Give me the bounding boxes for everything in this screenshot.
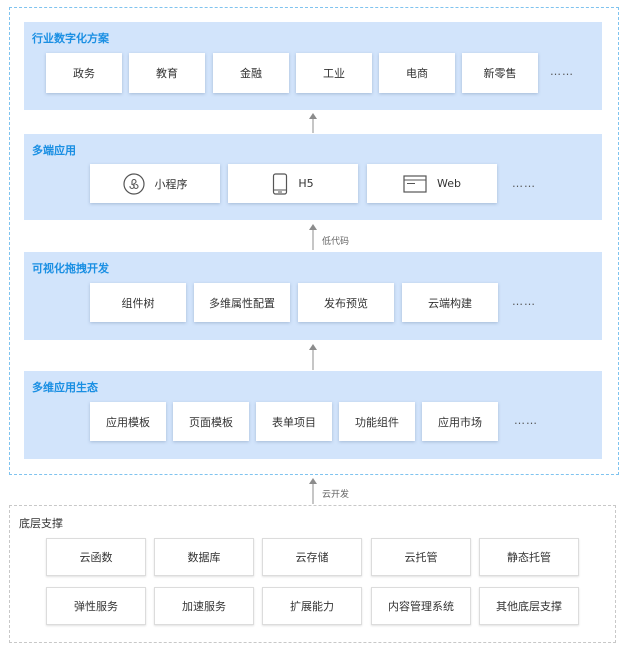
industry-solutions-panel: 行业数字化方案 政务 教育 金融 工业 电商 新零售 …… — [24, 22, 602, 110]
cloud-dev-label: 云开发 — [322, 490, 350, 500]
base-item-acceleration-service: 加速服务 — [154, 587, 254, 625]
industry-item-ecommerce: 电商 — [379, 53, 455, 93]
arrow-up-3 — [309, 344, 317, 370]
multi-end-item-label: Web — [437, 177, 461, 190]
multi-end-item-web: Web — [367, 164, 497, 203]
industry-solutions-title: 行业数字化方案 — [32, 32, 109, 45]
base-item-cloud-storage: 云存储 — [262, 538, 362, 576]
base-item-elastic-service: 弹性服务 — [46, 587, 146, 625]
base-item-extension-capability: 扩展能力 — [262, 587, 362, 625]
arrow-up-1 — [309, 113, 317, 133]
visual-item-component-tree: 组件树 — [90, 283, 186, 322]
ecosystem-more: …… — [514, 414, 538, 427]
industry-item-new-retail: 新零售 — [462, 53, 538, 93]
visual-item-cloud-build: 云端构建 — [402, 283, 498, 322]
multi-end-item-label: 小程序 — [154, 177, 188, 191]
industry-item-government: 政务 — [46, 53, 122, 93]
industry-more: …… — [550, 65, 574, 78]
industry-item-finance: 金融 — [213, 53, 289, 93]
base-item-cloud-function: 云函数 — [46, 538, 146, 576]
multi-end-apps-panel: 多端应用 小程序 H5 Web …… — [24, 134, 602, 220]
multi-end-item-mini-program: 小程序 — [90, 164, 220, 203]
multi-end-item-h5: H5 — [228, 164, 358, 203]
ecosystem-item-form-item: 表单项目 — [256, 402, 332, 441]
arrow-up-2 — [309, 224, 317, 250]
platform-layers-container — [9, 7, 619, 475]
ecosystem-item-app-market: 应用市场 — [422, 402, 498, 441]
low-code-label: 低代码 — [322, 237, 350, 247]
visual-more: …… — [512, 295, 536, 308]
base-item-other-support: 其他底层支撑 — [479, 587, 579, 625]
ecosystem-item-function-component: 功能组件 — [339, 402, 415, 441]
base-support-container: 底层支撑 云函数 数据库 云存储 云托管 静态托管 弹性服务 加速服务 扩展能力… — [9, 505, 616, 643]
base-item-cloud-hosting: 云托管 — [371, 538, 471, 576]
visual-item-property-config: 多维属性配置 — [194, 283, 290, 322]
multi-end-item-label: H5 — [298, 177, 314, 190]
browser-window-icon — [403, 174, 427, 193]
multi-end-more: …… — [512, 177, 536, 190]
visual-item-publish-preview: 发布预览 — [298, 283, 394, 322]
app-ecosystem-title: 多维应用生态 — [32, 381, 98, 394]
ecosystem-item-page-template: 页面模板 — [173, 402, 249, 441]
base-support-title: 底层支撑 — [19, 517, 63, 530]
ecosystem-item-app-template: 应用模板 — [90, 402, 166, 441]
mini-program-icon — [122, 172, 145, 195]
visual-dev-panel: 可视化拖拽开发 组件树 多维属性配置 发布预览 云端构建 …… — [24, 252, 602, 340]
base-item-cms: 内容管理系统 — [371, 587, 471, 625]
app-ecosystem-panel: 多维应用生态 应用模板 页面模板 表单项目 功能组件 应用市场 …… — [24, 371, 602, 459]
base-item-database: 数据库 — [154, 538, 254, 576]
arrow-up-4 — [309, 478, 317, 504]
industry-item-industrial: 工业 — [296, 53, 372, 93]
multi-end-apps-title: 多端应用 — [32, 144, 76, 157]
industry-item-education: 教育 — [129, 53, 205, 93]
visual-dev-title: 可视化拖拽开发 — [32, 262, 109, 275]
base-item-static-hosting: 静态托管 — [479, 538, 579, 576]
mobile-phone-icon — [272, 172, 288, 195]
